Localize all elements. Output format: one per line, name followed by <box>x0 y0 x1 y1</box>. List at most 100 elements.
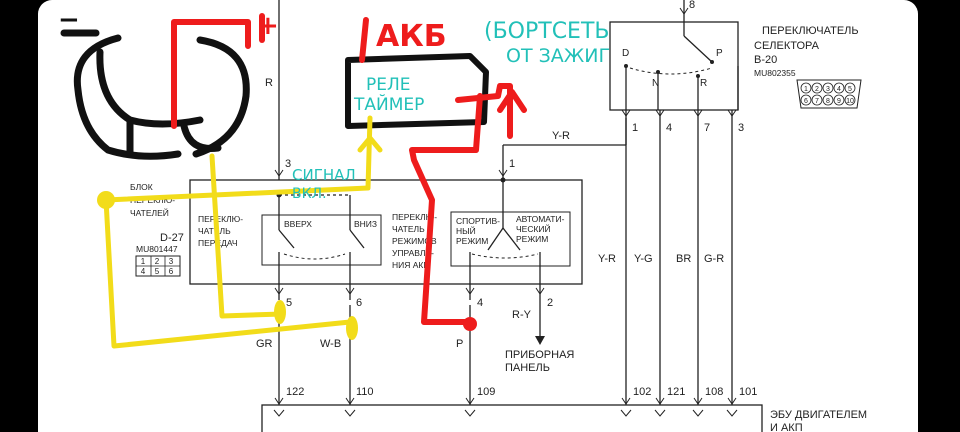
selector-connector-pin-label: 6 <box>804 98 808 105</box>
down-label: ВНИЗ <box>354 219 377 229</box>
selector-connector-pin-label: 1 <box>804 86 808 93</box>
shifter-connector-pin-label: 5 <box>155 267 160 276</box>
black-marker-coil <box>60 29 250 160</box>
wire-r: R <box>265 77 273 89</box>
selector-connector-pin-label: 7 <box>815 98 819 105</box>
connector-arrows <box>273 7 738 417</box>
red-marker-wires <box>171 13 527 325</box>
selector-connector-pin <box>833 94 845 106</box>
pin-8: 8 <box>689 0 695 11</box>
akb-label: АКБ <box>376 19 447 54</box>
selector-connector-pin-label: 5 <box>848 86 852 93</box>
pin-5: 5 <box>286 297 292 309</box>
selector-connector-pin <box>822 94 834 106</box>
bort-line-2: ОТ ЗАЖИГ <box>506 45 610 67</box>
pin-2: 2 <box>547 297 553 309</box>
pin-6: 6 <box>356 297 362 309</box>
sel-pin-4: 4 <box>666 122 672 134</box>
sel-pin-3: 3 <box>738 122 744 134</box>
selector-connector-pin-label: 8 <box>826 98 830 105</box>
block-part: MU801447 <box>136 244 178 254</box>
selector-connector-pin-label: 9 <box>837 98 841 105</box>
shifter-connector-pin-label: 4 <box>141 267 146 276</box>
selector-title-2: СЕЛЕКТОРА <box>754 40 820 52</box>
wire-p: P <box>456 338 463 350</box>
wire-wb: W-B <box>320 338 341 350</box>
plus-label: + <box>257 11 279 41</box>
ecu-pin-110: 110 <box>356 386 374 398</box>
wire-code-2: Y-G <box>634 253 653 265</box>
wire-yr: Y-R <box>552 130 570 142</box>
selector-connector-pin-label: 3 <box>826 86 830 93</box>
signal-line-1: СИГНАЛ <box>292 166 356 184</box>
yellow-dot-5 <box>274 300 286 324</box>
selector-connector-pin <box>833 82 845 94</box>
block-label-3: ЧАТЕЛЕЙ <box>130 207 169 218</box>
yellow-dot-6 <box>346 316 358 340</box>
red-junction <box>463 317 477 331</box>
sel-pin-7: 7 <box>704 122 710 134</box>
ecu-1: ЭБУ ДВИГАТЕЛЕМ <box>770 409 867 421</box>
selector-code: B-20 <box>754 54 777 66</box>
wire-gr: GR <box>256 338 273 350</box>
wire-code-1: Y-R <box>598 253 616 265</box>
wire-code-3: BR <box>676 253 691 265</box>
signal-line-2: ВКЛ. <box>292 186 327 202</box>
mode-switch-1: ПЕРЕКЛЮ- <box>392 212 437 222</box>
yellow-junction <box>97 191 115 209</box>
selector-connector-pin <box>822 82 834 94</box>
sport-1: СПОРТИВ- <box>456 216 500 226</box>
up-label: ВВЕРХ <box>284 219 312 229</box>
ecu-pin-121: 121 <box>667 386 685 398</box>
auto-3: РЕЖИМ <box>516 234 548 244</box>
pos-n: N <box>652 78 659 89</box>
dash-arrow <box>535 336 545 345</box>
relay-line-2: ТАЙМЕР <box>353 93 424 115</box>
relay-line-1: РЕЛЕ <box>366 75 411 95</box>
selector-connector-pin <box>811 82 823 94</box>
ecu-pin-101: 101 <box>739 386 757 398</box>
selector-connector-pin <box>800 94 812 106</box>
dash-1: ПРИБОРНАЯ <box>505 349 574 361</box>
selector-connector-pin <box>800 82 812 94</box>
shifter-connector-pin-label: 3 <box>169 257 174 266</box>
pin-4: 4 <box>477 297 483 309</box>
wire-code-4: G-R <box>704 253 724 265</box>
pos-d: D <box>622 48 629 59</box>
sport-3: РЕЖИМ <box>456 236 488 246</box>
sel-pin-1: 1 <box>632 122 638 134</box>
shifter-connector-pin-label: 2 <box>155 257 160 266</box>
selector-connector-pin-label: 4 <box>837 86 841 93</box>
ecu-pin-108: 108 <box>705 386 723 398</box>
selector-connector-pin <box>844 94 856 106</box>
pos-r: R <box>700 78 707 89</box>
block-code: D-27 <box>160 232 184 244</box>
pin-1: 1 <box>509 158 515 170</box>
minus-label: − <box>58 5 80 35</box>
shifter-connector-pin-label: 6 <box>169 267 174 276</box>
ecu-pin-122: 122 <box>286 386 304 398</box>
selector-title-1: ПЕРЕКЛЮЧАТЕЛЬ <box>762 25 859 37</box>
mode-switch-3: РЕЖИМОВ <box>392 236 437 246</box>
auto-2: ЧЕСКИЙ <box>516 223 551 234</box>
auto-1: АВТОМАТИ- <box>516 214 565 224</box>
sport-2: НЫЙ <box>456 225 476 236</box>
pin-3: 3 <box>285 158 291 170</box>
mode-switch-4: УПРАВЛЕ- <box>392 248 434 258</box>
selector-connector-pin-label: 10 <box>846 98 854 105</box>
gear-switch-1: ПЕРЕКЛЮ- <box>198 214 243 224</box>
selector-connector-pin <box>811 94 823 106</box>
pos-p: P <box>716 48 723 59</box>
block-label-1: БЛОК <box>130 182 153 192</box>
wire-ry: R-Y <box>512 309 532 321</box>
dash-2: ПАНЕЛЬ <box>505 362 550 374</box>
ecu-2: И АКП <box>770 422 803 432</box>
selector-part: MU802355 <box>754 68 796 78</box>
yellow-marker-wires <box>103 115 383 349</box>
ecu-pin-102: 102 <box>633 386 651 398</box>
